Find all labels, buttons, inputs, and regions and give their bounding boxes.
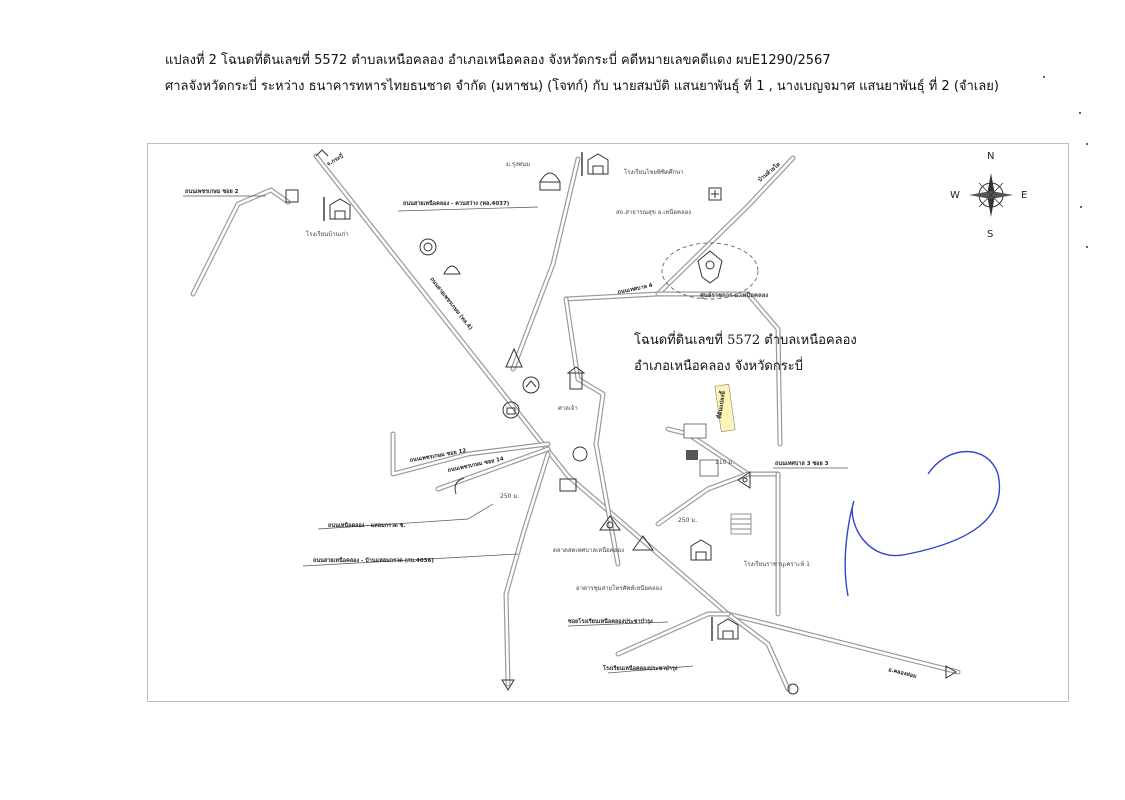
place-label-district-office: ศูนย์ราชการ อ.เหนือคลอง: [700, 291, 768, 300]
temple-icon: [505, 347, 523, 368]
document-header: แปลงที่ 2 โฉนดที่ดินเลขที่ 5572 ตำบลเหนื…: [165, 48, 1065, 100]
district-office-zone: [661, 242, 759, 300]
map-icons: [285, 149, 957, 695]
circle-marker-icon: [454, 477, 465, 495]
place-label-market: ตลาดสดเทศบาลเหนือคลอง: [553, 546, 624, 554]
compass-rose: [969, 173, 1013, 217]
scan-speck: [1079, 112, 1081, 114]
pen-scribble: [844, 450, 1001, 597]
place-label-school-nuea-khlong: โรงเรียนเหนือคลองประชาบำรุง: [602, 664, 678, 672]
subject-land-marker: [683, 383, 736, 477]
map-title-line-2: อำเภอเหนือคลอง จังหวัดกระบี่: [634, 357, 803, 374]
place-label-mosque: ม.รุ่งพนม: [506, 161, 530, 168]
road-label-laem-kruat-short: ถนนเหนือคลอง - แหลมกรวด ซ.: [328, 522, 405, 529]
road-label-phetkasem-2: ถนนเพชรเกษม ซอย 2: [185, 188, 239, 195]
road-label-thetsaban-3: ถนนเทศบาล 3 ซอย 3: [775, 460, 829, 467]
shrine-icon: [566, 366, 586, 390]
building-icon: [285, 189, 299, 203]
school-icon: [581, 152, 609, 176]
mosque-icon: [539, 172, 561, 191]
marker-circle-icon: [787, 683, 799, 695]
place-label-telephone-exchange: อาคารชุมสายโทรศัพท์เหนือคลอง: [576, 584, 662, 592]
police-icon: [572, 446, 588, 462]
compass-w-label: W: [950, 190, 960, 201]
road-phetkasem-main: [313, 153, 961, 675]
scan-speck: [1086, 246, 1088, 248]
road-label-soi-school: ซอยโรงเรียนเหนือคลองประชาบำรุง: [568, 617, 653, 625]
label-leaders: [183, 195, 848, 674]
striped-building: [730, 513, 752, 535]
school-icon: [711, 617, 739, 641]
road-network: [190, 153, 961, 692]
road-label-4036: ถนนสายเหนือคลอง - บ้านแหลมกรวด (กบ.4036): [313, 556, 434, 564]
place-label-shrine: ศาลเจ้า: [558, 405, 578, 412]
map-canvas: N S E W โฉนดที่ดินเลขที่ 5572 ตำบลเหนือค…: [183, 149, 1027, 695]
scan-speck: [1080, 206, 1082, 208]
place-label-school-sibprasit: โรงเรียนไชยพิชิตศึกษา: [624, 168, 684, 176]
header-line-1: แปลงที่ 2 โฉนดที่ดินเลขที่ 5572 ตำบลเหนื…: [165, 53, 831, 68]
arrow-east-icon: [945, 665, 957, 679]
place-label-health-center: สถ.สาธารณสุข อ.เหนือคลอง: [616, 208, 691, 216]
gas-station-icon: [443, 265, 461, 275]
location-map: N S E W โฉนดที่ดินเลขที่ 5572 ตำบลเหนือค…: [147, 143, 1069, 702]
garuda-emblem-icon: [697, 250, 723, 284]
school-icon: [690, 539, 712, 561]
gas-station-icon: [419, 238, 437, 256]
compass-e-label: E: [1021, 190, 1027, 201]
place-label-school-ban-kao: โรงเรียนบ้านเก่า: [306, 230, 349, 238]
distance-label-3: 110 ม.: [715, 459, 734, 466]
map-title-line-1: โฉนดที่ดินเลขที่ 5572 ตำบลเหนือคลอง: [634, 331, 857, 348]
telephone-exchange-icon: [632, 535, 654, 551]
arrow-south-icon: [501, 679, 515, 691]
hospital-icon: [708, 187, 722, 201]
scan-speck: [1043, 76, 1045, 78]
flag-icon: [737, 471, 751, 489]
school-icon: [323, 197, 351, 221]
scan-speck: [1086, 143, 1088, 145]
place-label-school-ratchanukroh: โรงเรียนราชานุเคราะห์ 1: [744, 560, 810, 568]
distance-label-2: 250 ม.: [678, 517, 697, 524]
road-label-4037: ถนนสายเหนือคลอง - ควนสว่าง (ทล.4037): [403, 200, 510, 207]
header-line-2: ศาลจังหวัดกระบี่ ระหว่าง ธนาคารทหารไทยธน…: [165, 79, 999, 94]
compass-s-label: S: [987, 229, 993, 240]
bank-icon: [522, 376, 540, 394]
road-label-to-krabi: จ.กระบี่: [325, 152, 345, 168]
distance-label-1: 250 ม.: [500, 493, 519, 500]
bank-icon: [502, 401, 520, 419]
market-icon: [599, 515, 621, 531]
road-label-khlong-thom: อ.คลองท่อม: [888, 666, 918, 680]
road-west-branch: [190, 187, 291, 297]
arrow-north-icon: [315, 149, 329, 157]
compass-n-label: N: [987, 151, 994, 162]
post-icon: [559, 478, 577, 492]
